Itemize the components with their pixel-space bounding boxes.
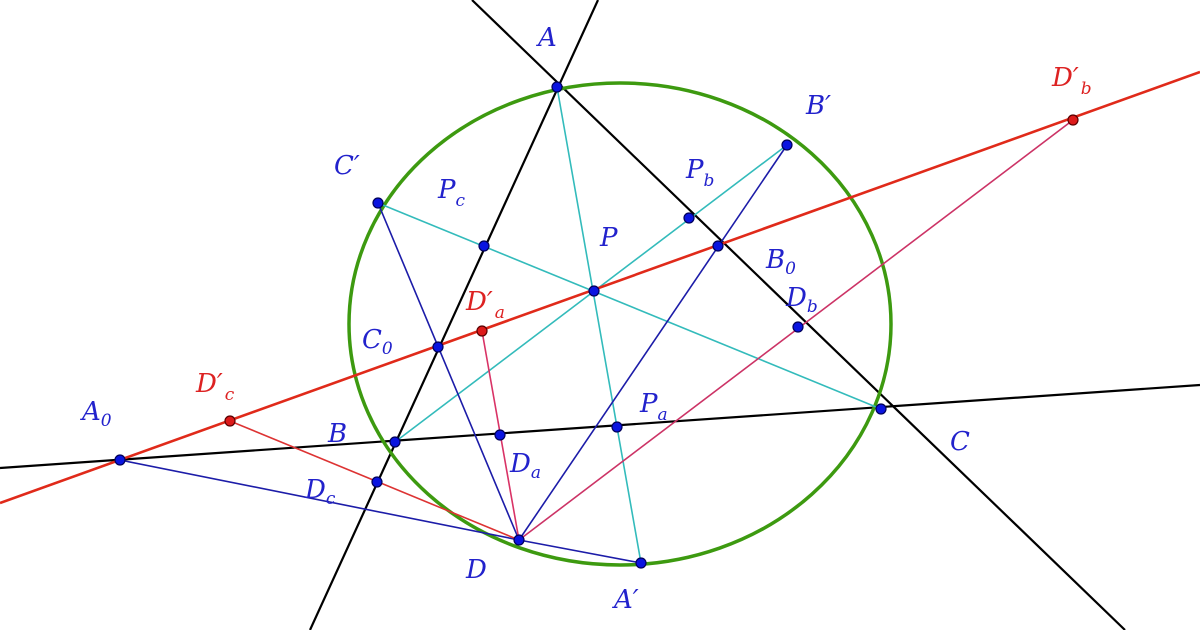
label-p: P — [599, 223, 618, 253]
point-d-prime-b — [1067, 114, 1079, 126]
segment-d-aprime — [518, 539, 642, 564]
label-dc: Dc — [304, 475, 336, 509]
line-bc — [0, 383, 1200, 470]
label-d: D — [465, 555, 487, 585]
point-pc — [478, 240, 490, 252]
point-a0 — [114, 454, 126, 466]
label-c-prime: C′ — [334, 151, 360, 181]
label-db: Db — [785, 283, 818, 317]
circumcircle — [347, 81, 893, 567]
red-line — [0, 70, 1200, 505]
segment-bprime-d — [518, 144, 788, 541]
point-db — [792, 321, 804, 333]
point-b0 — [712, 240, 724, 252]
point-b-prime — [781, 139, 793, 151]
point-a-prime — [635, 557, 647, 569]
point-d-prime-c — [224, 415, 236, 427]
point-c0 — [432, 341, 444, 353]
point-d — [513, 534, 525, 546]
label-pc: Pc — [437, 175, 466, 211]
cevian-c — [377, 202, 882, 410]
point-pb — [683, 212, 695, 224]
point-d-prime-a — [476, 325, 488, 337]
segment-a0-d — [119, 459, 520, 541]
label-b-prime: B′ — [805, 91, 831, 121]
label-da: Da — [509, 449, 541, 483]
label-b: B — [327, 419, 347, 449]
point-c — [875, 403, 887, 415]
label-a-prime: A′ — [612, 585, 639, 615]
label-b0: B0 — [765, 245, 796, 279]
label-d-prime-b: D′b — [1051, 63, 1092, 99]
point-p — [588, 285, 600, 297]
line-ab — [308, 0, 600, 630]
label-pb: Pb — [685, 155, 714, 191]
point-da — [494, 429, 506, 441]
point-a — [551, 81, 563, 93]
label-c: C — [950, 427, 970, 457]
label-c0: C0 — [362, 325, 393, 359]
point-dc — [371, 476, 383, 488]
label-pa: Pa — [639, 389, 668, 425]
line-ac — [471, 0, 1126, 630]
label-a0: A0 — [80, 397, 112, 431]
label-a: A — [536, 23, 557, 53]
red-points — [224, 114, 1079, 427]
label-d-prime-c: D′c — [195, 369, 235, 405]
points — [114, 81, 887, 569]
label-d-prime-a: D′a — [465, 287, 505, 323]
point-pa — [611, 421, 623, 433]
point-c-prime — [372, 197, 384, 209]
point-b — [389, 436, 401, 448]
cevian-a — [556, 86, 642, 564]
segment-cprime-d — [377, 202, 520, 541]
